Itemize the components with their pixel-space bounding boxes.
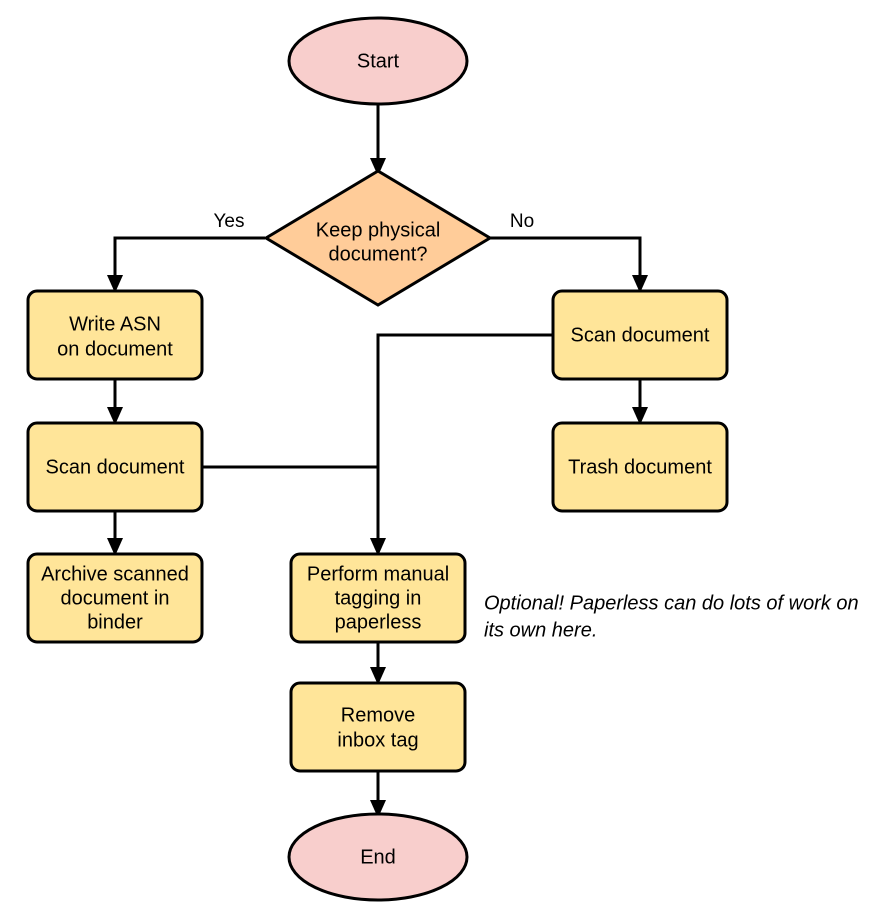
node-scan-document-right[interactable]: Scan document (551, 289, 729, 381)
archive-label-line3: binder (87, 611, 143, 633)
decision-label-line2: document? (329, 243, 428, 265)
end-ellipse-shape (287, 812, 469, 902)
manual-tagging-label-line2: tagging in (335, 587, 422, 609)
node-manual-tagging[interactable]: Perform manual tagging in paperless (289, 552, 467, 644)
node-remove-inbox-tag[interactable]: Remove inbox tag (289, 681, 467, 773)
remove-inbox-tag-label-line2: inbox tag (337, 729, 418, 751)
decision-diamond-shape (263, 169, 493, 307)
node-end[interactable]: End (287, 812, 469, 902)
edge-write-asn-to-scan-left (107, 380, 123, 425)
edge-decision-yes-to-write-asn: Yes (107, 211, 265, 293)
edge-label-yes: Yes (214, 211, 245, 232)
edge-remove-inbox-to-end (370, 772, 386, 818)
write-asn-label-line1: Write ASN (69, 313, 161, 335)
decision-label-line1: Keep physical (316, 219, 441, 241)
start-label: Start (357, 50, 400, 72)
scan-document-right-box-shape (551, 289, 729, 381)
remove-inbox-tag-label-line1: Remove (341, 704, 415, 726)
note-line1: Optional! Paperless can do lots of work … (484, 592, 859, 614)
remove-inbox-tag-box-shape (289, 681, 467, 773)
node-scan-document-left[interactable]: Scan document (26, 421, 204, 513)
note-optional-paperless: Optional! Paperless can do lots of work … (484, 592, 859, 641)
edge-scan-right-to-trash (632, 380, 648, 425)
edge-decision-no-to-scan-right: No (490, 211, 648, 293)
edge-manual-tagging-to-remove-inbox (370, 643, 386, 685)
scan-document-left-box-shape (26, 421, 204, 513)
node-start[interactable]: Start (287, 16, 469, 106)
edge-scan-right-to-manual-tagging (370, 333, 552, 556)
edge-label-no: No (510, 211, 534, 232)
start-ellipse-shape (287, 16, 469, 106)
archive-box-shape (26, 552, 204, 644)
manual-tagging-label-line3: paperless (335, 611, 422, 633)
end-label: End (360, 846, 396, 868)
archive-label-line2: document in (61, 587, 170, 609)
node-archive-scanned-document[interactable]: Archive scanned document in binder (26, 552, 204, 644)
node-write-asn[interactable]: Write ASN on document (26, 289, 204, 381)
archive-label-line1: Archive scanned (41, 563, 189, 585)
write-asn-box-shape (26, 289, 204, 381)
scan-document-left-label: Scan document (46, 456, 185, 478)
manual-tagging-box-shape (289, 552, 467, 644)
scan-document-right-label: Scan document (571, 324, 710, 346)
manual-tagging-label-line1: Perform manual (307, 563, 449, 585)
trash-document-box-shape (551, 421, 729, 513)
trash-document-label: Trash document (568, 456, 712, 478)
note-line2: its own here. (484, 619, 597, 641)
node-trash-document[interactable]: Trash document (551, 421, 729, 513)
edge-scan-left-to-archive (107, 512, 123, 556)
node-keep-physical-document[interactable]: Keep physical document? (263, 169, 493, 307)
edge-start-to-decision (370, 103, 386, 176)
write-asn-label-line2: on document (57, 338, 173, 360)
